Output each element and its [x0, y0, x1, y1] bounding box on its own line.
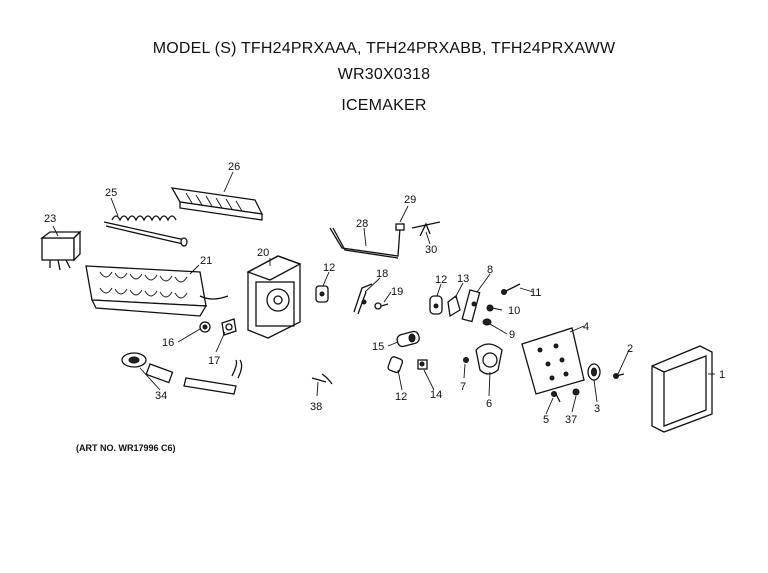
part-label: 37	[565, 414, 577, 426]
part-label: 16	[162, 337, 174, 349]
part-20-housing	[246, 255, 302, 339]
part-label: 3	[594, 403, 600, 415]
part-25-heater	[103, 215, 188, 247]
part-label: 25	[105, 187, 117, 199]
part-30-spring	[411, 221, 441, 237]
part-label: 2	[627, 343, 633, 355]
part-label: 17	[208, 355, 220, 367]
part-label: 8	[487, 264, 493, 276]
part-7-screw	[463, 357, 469, 363]
part-23-switch	[40, 230, 82, 271]
part-21-ice-mold	[85, 265, 229, 317]
part-label: 13	[457, 273, 469, 285]
part-37-part	[572, 388, 580, 396]
part-number: WR30X0318	[337, 66, 431, 83]
part-label: 34	[155, 390, 167, 402]
part-13-part	[447, 294, 461, 318]
part-9-screw	[482, 318, 492, 326]
part-label: 20	[257, 247, 269, 259]
part-26-cover	[170, 187, 264, 221]
part-38-clip	[311, 373, 333, 385]
part-5-screw	[551, 391, 561, 403]
part-3-gear	[587, 363, 601, 381]
part-12-bracket-a	[315, 285, 329, 303]
part-label: 9	[509, 329, 515, 341]
part-label: 28	[356, 218, 368, 230]
section-title: ICEMAKER	[341, 97, 427, 114]
part-label: 12	[395, 391, 407, 403]
part-label: 4	[583, 321, 589, 333]
part-34-fill-cup	[121, 352, 174, 384]
part-label: 12	[435, 274, 447, 286]
part-label: 30	[425, 244, 437, 256]
part-label: 19	[391, 286, 403, 298]
part-label: 29	[404, 194, 416, 206]
part-6-motor	[475, 343, 503, 375]
part-label: 5	[543, 414, 549, 426]
part-16-part	[199, 321, 211, 333]
part-label: 21	[200, 255, 212, 267]
part-8-switch	[461, 289, 481, 323]
part-12-bracket-b	[429, 295, 443, 315]
part-2-screw	[613, 373, 625, 379]
part-14-part	[417, 359, 428, 370]
part-label: 15	[372, 341, 384, 353]
part-label: 23	[44, 213, 56, 225]
part-4-mounting-plate	[521, 327, 585, 395]
part-label: 11	[530, 287, 541, 299]
part-harness	[183, 359, 243, 395]
part-label: 10	[508, 305, 520, 317]
part-1-cover	[651, 345, 713, 433]
part-label: 26	[228, 161, 240, 173]
part-label: 7	[460, 381, 466, 393]
part-19-screw	[374, 302, 389, 310]
part-29-pin	[395, 223, 405, 231]
part-label: 18	[376, 268, 388, 280]
part-label: 12	[323, 262, 335, 274]
model-title: MODEL (S) TFH24PRXAAA, TFH24PRXABB, TFH2…	[152, 40, 616, 57]
part-label: 38	[310, 401, 322, 413]
part-18-bracket	[353, 283, 373, 315]
part-label: 1	[719, 369, 725, 381]
part-28-shutoff-arm	[329, 227, 401, 259]
part-label: 6	[486, 398, 492, 410]
part-17-part	[221, 318, 237, 336]
part-12-bracket-c	[387, 356, 404, 374]
leader-lines	[52, 171, 715, 415]
part-15-part	[396, 330, 420, 348]
part-labels: 1 2 3 4 5 6 7 8 9 10 11 12 12 12 13 14 1…	[44, 161, 725, 426]
art-number: (ART NO. WR17996 C6)	[76, 443, 176, 453]
part-label: 14	[430, 389, 442, 401]
part-11-screw	[501, 283, 521, 295]
